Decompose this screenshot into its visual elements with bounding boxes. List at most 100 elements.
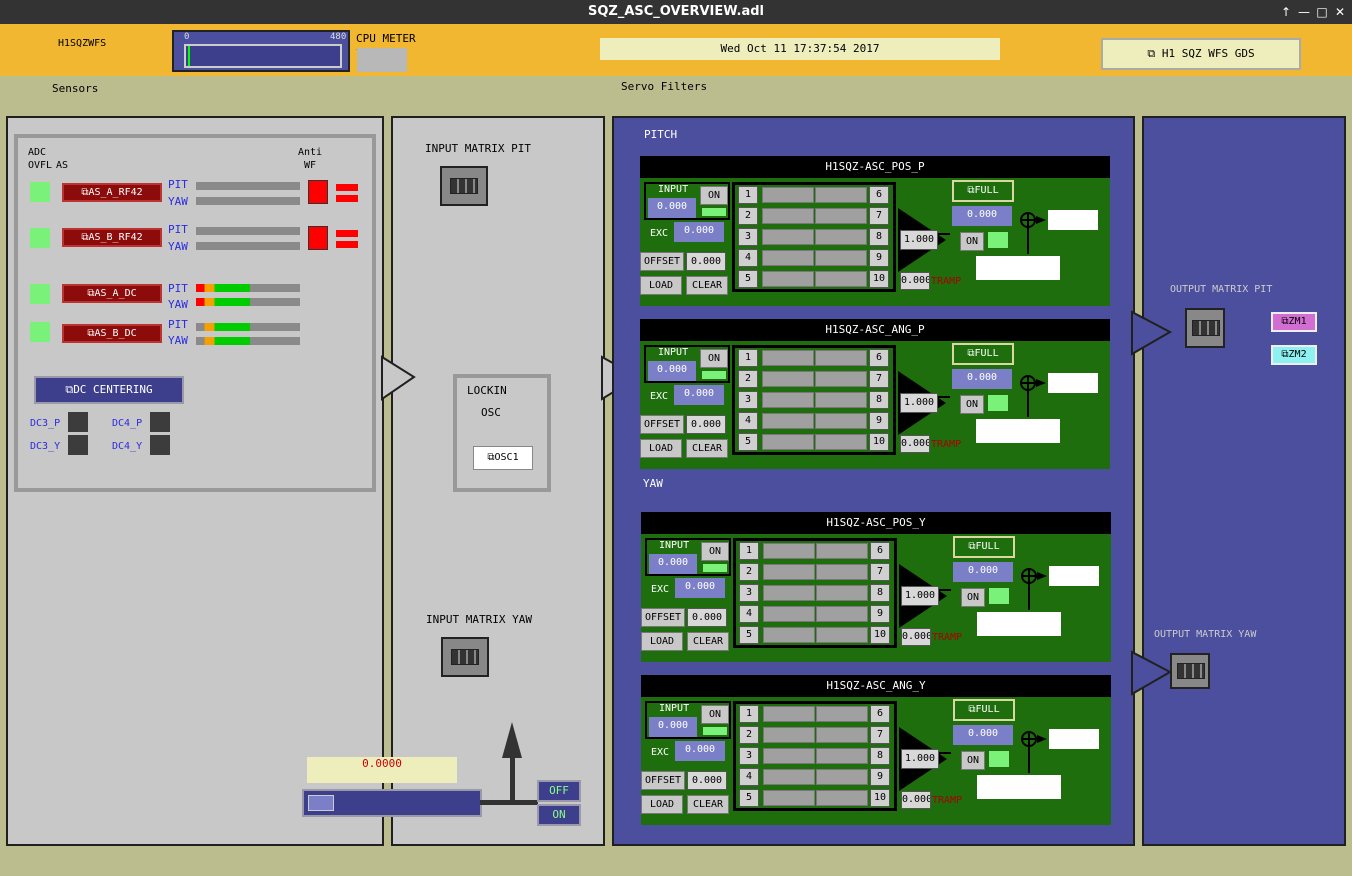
tramp-value[interactable]: 0.000 <box>900 272 930 290</box>
filter-button-3[interactable]: 3 <box>738 228 758 246</box>
filter-button-1[interactable]: 1 <box>738 186 758 204</box>
off-button[interactable]: OFF <box>537 780 581 802</box>
filter-button-8[interactable]: 8 <box>869 228 889 246</box>
filter-button-8[interactable]: 8 <box>870 584 890 602</box>
full-button[interactable]: ⧉FULL <box>953 536 1015 558</box>
full-button[interactable]: ⧉FULL <box>952 343 1014 365</box>
filter-button-10[interactable]: 10 <box>869 433 889 451</box>
input-on-button[interactable]: ON <box>701 542 729 561</box>
zm2-button[interactable]: ⧉ZM2 <box>1271 345 1317 365</box>
summing-junction-icon <box>1021 568 1047 610</box>
offset-value[interactable]: 0.000 <box>687 608 727 627</box>
clear-button[interactable]: CLEAR <box>686 439 728 458</box>
zm1-button[interactable]: ⧉ZM1 <box>1271 312 1317 332</box>
gain-value[interactable]: 1.000 <box>901 749 939 769</box>
offset-value[interactable]: 0.000 <box>687 771 727 790</box>
gain-value[interactable]: 1.000 <box>900 393 938 413</box>
pin-icon[interactable]: ↑ <box>1280 5 1292 19</box>
filter-button-9[interactable]: 9 <box>869 412 889 430</box>
osc1-button[interactable]: ⧉OSC1 <box>473 446 533 470</box>
filter-button-10[interactable]: 10 <box>869 270 889 288</box>
clear-button[interactable]: CLEAR <box>687 632 729 651</box>
maximize-icon[interactable]: □ <box>1316 5 1328 19</box>
filter-button-4[interactable]: 4 <box>738 249 758 267</box>
sensor-button-as-a-rf42[interactable]: ⧉AS_A_RF42 <box>62 183 162 202</box>
offset-button[interactable]: OFFSET <box>640 415 684 434</box>
dc-centering-button[interactable]: ⧉DC CENTERING <box>34 376 184 404</box>
filter-button-4[interactable]: 4 <box>739 768 759 786</box>
output-on-button[interactable]: ON <box>961 588 985 607</box>
filter-button-9[interactable]: 9 <box>869 249 889 267</box>
clear-button[interactable]: CLEAR <box>686 276 728 295</box>
load-button[interactable]: LOAD <box>641 795 683 814</box>
gain-value[interactable]: 1.000 <box>900 230 938 250</box>
load-button[interactable]: LOAD <box>641 632 683 651</box>
summing-junction-icon <box>1020 212 1046 254</box>
output-matrix-yaw-button[interactable] <box>1170 653 1210 689</box>
filter-button-6[interactable]: 6 <box>870 705 890 723</box>
switch-arrow-icon <box>480 722 538 805</box>
sensor-button-as-b-rf42[interactable]: ⧉AS_B_RF42 <box>62 228 162 247</box>
load-button[interactable]: LOAD <box>640 439 682 458</box>
input-on-button[interactable]: ON <box>700 186 728 205</box>
filter-button-10[interactable]: 10 <box>870 789 890 807</box>
filter-button-10[interactable]: 10 <box>870 626 890 644</box>
filter-button-1[interactable]: 1 <box>739 542 759 560</box>
filter-button-7[interactable]: 7 <box>869 207 889 225</box>
filter-button-3[interactable]: 3 <box>739 584 759 602</box>
load-button[interactable]: LOAD <box>640 276 682 295</box>
filter-button-2[interactable]: 2 <box>739 563 759 581</box>
filter-button-9[interactable]: 9 <box>870 768 890 786</box>
filter-button-4[interactable]: 4 <box>739 605 759 623</box>
gain-value[interactable]: 1.000 <box>901 586 939 606</box>
offset-slider[interactable] <box>302 789 482 817</box>
clear-button[interactable]: CLEAR <box>687 795 729 814</box>
filter-button-5[interactable]: 5 <box>739 789 759 807</box>
filter-button-1[interactable]: 1 <box>738 349 758 367</box>
close-icon[interactable]: ✕ <box>1334 5 1346 19</box>
filter-button-5[interactable]: 5 <box>738 270 758 288</box>
tramp-value[interactable]: 0.000 <box>900 435 930 453</box>
filter-button-3[interactable]: 3 <box>738 391 758 409</box>
filter-button-4[interactable]: 4 <box>738 412 758 430</box>
filter-button-5[interactable]: 5 <box>738 433 758 451</box>
filter-button-7[interactable]: 7 <box>869 370 889 388</box>
offset-button[interactable]: OFFSET <box>641 771 685 790</box>
filter-button-7[interactable]: 7 <box>870 726 890 744</box>
tramp-value[interactable]: 0.000 <box>901 628 931 646</box>
filter-button-6[interactable]: 6 <box>870 542 890 560</box>
output-matrix-pit-button[interactable] <box>1185 308 1225 348</box>
input-on-button[interactable]: ON <box>701 705 729 724</box>
offset-button[interactable]: OFFSET <box>640 252 684 271</box>
filter-button-3[interactable]: 3 <box>739 747 759 765</box>
gds-button[interactable]: ⧉ H1 SQZ WFS GDS <box>1101 38 1301 70</box>
full-button[interactable]: ⧉FULL <box>952 180 1014 202</box>
input-on-button[interactable]: ON <box>700 349 728 368</box>
filter-button-2[interactable]: 2 <box>738 370 758 388</box>
filter-button-2[interactable]: 2 <box>739 726 759 744</box>
output-on-button[interactable]: ON <box>960 395 984 414</box>
sensor-button-as-b-dc[interactable]: ⧉AS_B_DC <box>62 324 162 343</box>
filter-button-2[interactable]: 2 <box>738 207 758 225</box>
filter-button-6[interactable]: 6 <box>869 349 889 367</box>
filter-button-9[interactable]: 9 <box>870 605 890 623</box>
filter-button-6[interactable]: 6 <box>869 186 889 204</box>
output-on-button[interactable]: ON <box>961 751 985 770</box>
filter-button-1[interactable]: 1 <box>739 705 759 723</box>
offset-value[interactable]: 0.000 <box>686 415 726 434</box>
input-matrix-yaw-button[interactable] <box>441 637 489 677</box>
on-button[interactable]: ON <box>537 804 581 826</box>
slider-handle[interactable] <box>308 795 334 811</box>
filter-button-7[interactable]: 7 <box>870 563 890 581</box>
sensor-button-as-a-dc[interactable]: ⧉AS_A_DC <box>62 284 162 303</box>
tramp-value[interactable]: 0.000 <box>901 791 931 809</box>
filter-button-5[interactable]: 5 <box>739 626 759 644</box>
filter-button-8[interactable]: 8 <box>869 391 889 409</box>
filter-button-8[interactable]: 8 <box>870 747 890 765</box>
input-matrix-pit-button[interactable] <box>440 166 488 206</box>
offset-value[interactable]: 0.000 <box>686 252 726 271</box>
output-on-button[interactable]: ON <box>960 232 984 251</box>
offset-button[interactable]: OFFSET <box>641 608 685 627</box>
minimize-icon[interactable]: — <box>1298 5 1310 19</box>
full-button[interactable]: ⧉FULL <box>953 699 1015 721</box>
